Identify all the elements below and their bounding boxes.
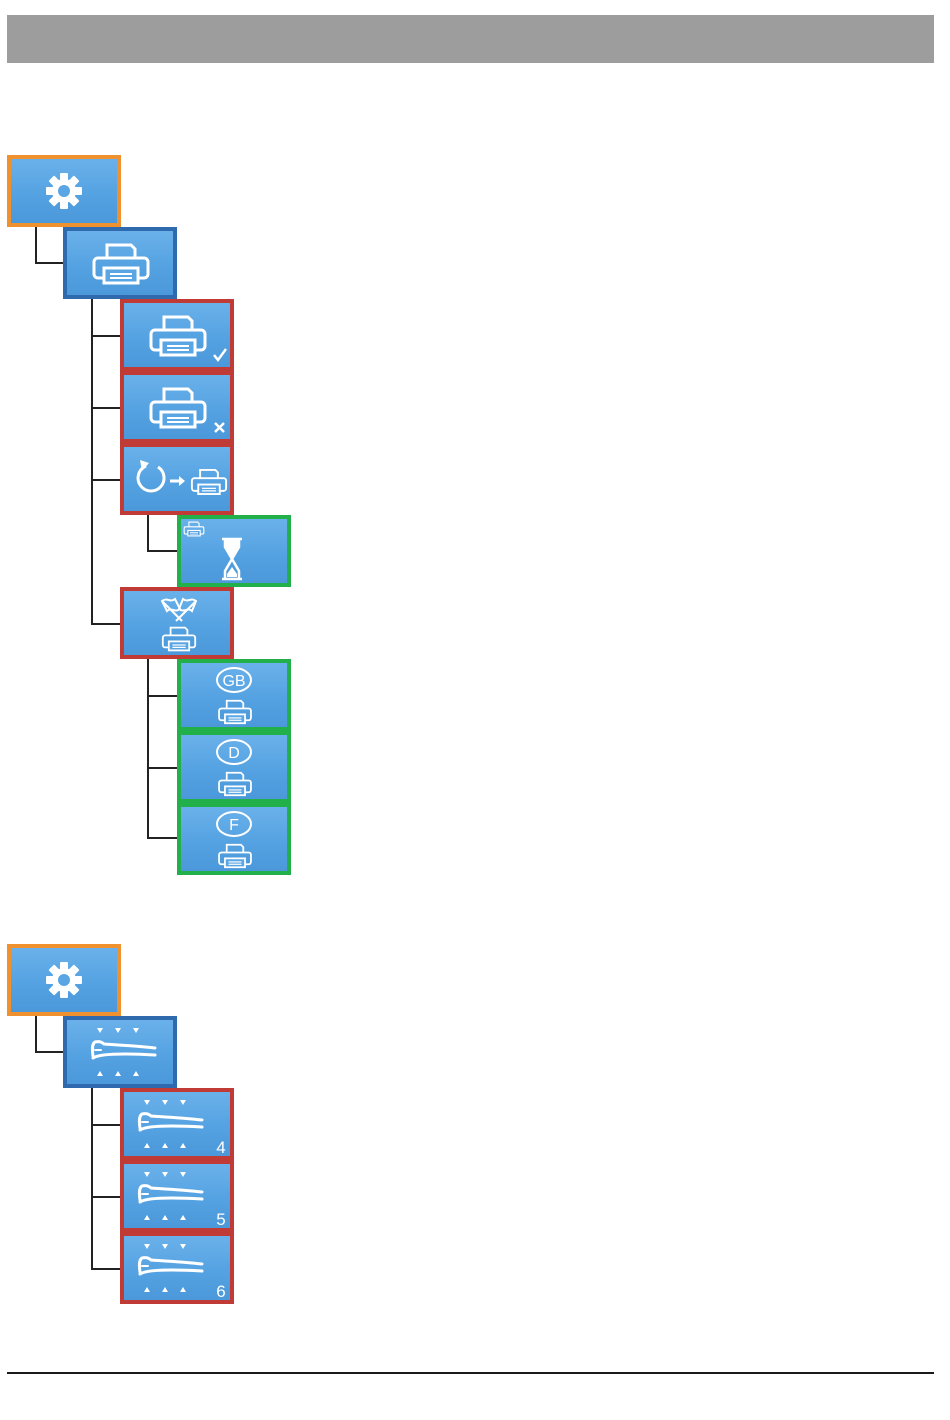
- gear-icon: [11, 159, 117, 223]
- tree-connector: [91, 479, 122, 481]
- tree-connector: [35, 262, 65, 264]
- printer-check-icon: [124, 303, 230, 367]
- tree-connector: [91, 1124, 122, 1126]
- language-f-tile[interactable]: F: [177, 803, 291, 875]
- tree-connector: [91, 299, 93, 625]
- printer-icon: D: [181, 735, 287, 799]
- printer-x-icon: [124, 375, 230, 439]
- header-bar: [7, 15, 934, 63]
- printer-icon: [67, 231, 173, 295]
- printer-off-tile[interactable]: [120, 371, 234, 443]
- tree-connector: [147, 767, 178, 769]
- handpiece-icon: 6: [124, 1236, 230, 1300]
- handpiece-number: 4: [216, 1138, 225, 1157]
- printer-on-tile[interactable]: [120, 299, 234, 371]
- language-d-tile[interactable]: D: [177, 731, 291, 803]
- tree-connector: [35, 1051, 65, 1053]
- tree-connector: [91, 623, 122, 625]
- tree-connector: [147, 515, 149, 552]
- tree-connector: [147, 659, 149, 839]
- handpiece-number: 6: [216, 1282, 225, 1301]
- footer-divider: [7, 1372, 934, 1374]
- handpiece-6-tile[interactable]: 6: [120, 1232, 234, 1304]
- tree-connector: [35, 1016, 37, 1053]
- flags-printer-icon: [124, 591, 230, 655]
- printer-hourglass-icon: [181, 519, 287, 583]
- settings-root-tile[interactable]: [7, 155, 121, 227]
- tree-connector: [147, 550, 178, 552]
- handpiece-icon: [67, 1020, 173, 1084]
- printer-icon: GB: [181, 663, 287, 727]
- handpiece-4-tile[interactable]: 4: [120, 1088, 234, 1160]
- handpiece-number: 5: [216, 1210, 225, 1229]
- language-gb-tile[interactable]: GB: [177, 659, 291, 731]
- reprint-tile[interactable]: [120, 443, 234, 515]
- tree-connector: [35, 227, 37, 264]
- tree-connector: [91, 1196, 122, 1198]
- print-delay-tile[interactable]: [177, 515, 291, 587]
- tree-connector: [91, 1268, 122, 1270]
- tree-connector: [91, 335, 122, 337]
- handpiece-5-tile[interactable]: 5: [120, 1160, 234, 1232]
- language-code: GB: [222, 673, 245, 690]
- print-language-tile[interactable]: [120, 587, 234, 659]
- tree-connector: [91, 1088, 93, 1270]
- tree-connector: [147, 837, 178, 839]
- reprint-icon: [124, 447, 230, 511]
- printer-icon: F: [181, 807, 287, 871]
- settings-root-tile[interactable]: [7, 944, 121, 1016]
- handpiece-settings-tile[interactable]: [63, 1016, 177, 1088]
- handpiece-icon: 5: [124, 1164, 230, 1228]
- language-code: F: [229, 817, 239, 834]
- gear-icon: [11, 948, 117, 1012]
- tree-connector: [147, 695, 178, 697]
- printer-settings-tile[interactable]: [63, 227, 177, 299]
- tree-connector: [91, 407, 122, 409]
- handpiece-icon: 4: [124, 1092, 230, 1156]
- language-code: D: [228, 745, 240, 762]
